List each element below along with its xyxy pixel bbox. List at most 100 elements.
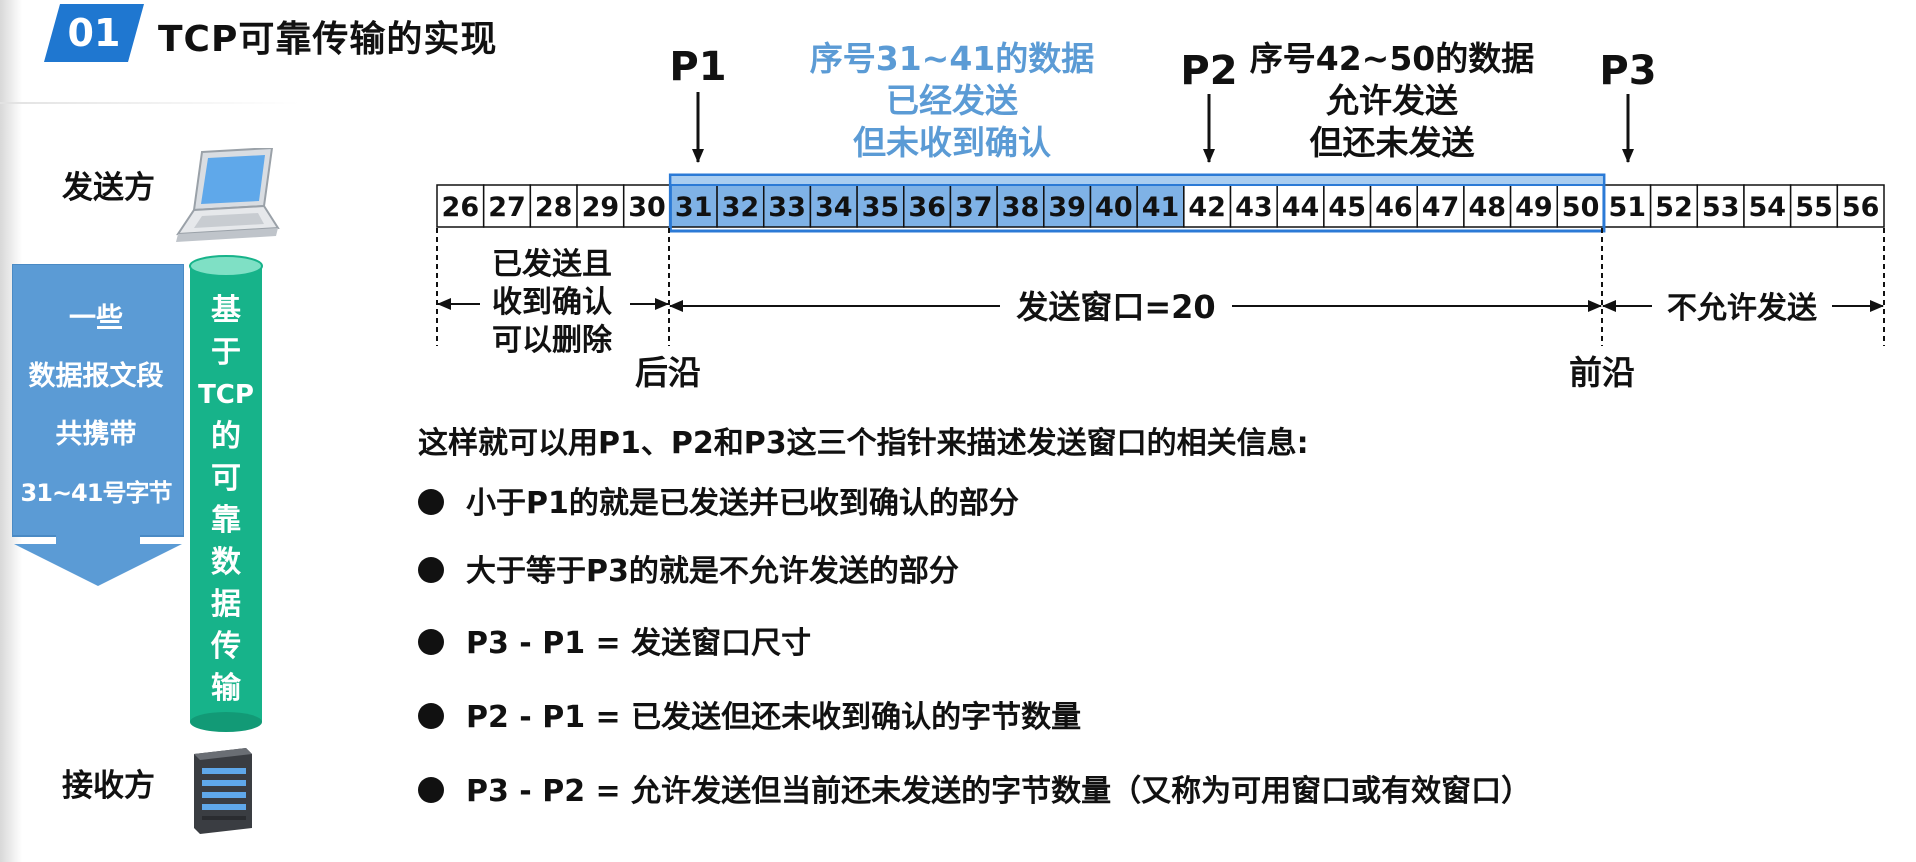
byte-number: 54 (1749, 192, 1787, 223)
send-window-label: 发送窗口=20 (1016, 288, 1215, 326)
segments-description: 一些 数据报文段 共携带 31~41号字节 (6, 290, 186, 522)
cylinder-char: 可 (211, 461, 241, 496)
byte-cell (669, 184, 718, 228)
sent-unacked-line: 已经发送 (886, 81, 1018, 120)
explanation-item-text: 小于P1的就是已发送并已收到确认的部分 (466, 486, 1019, 521)
byte-cell (1836, 184, 1885, 228)
cylinder-char: 基 (211, 293, 241, 328)
left-region-line: 收到确认 (492, 285, 612, 320)
pointer-p1-label: P1 (669, 44, 726, 90)
segments-line: 31~41号字节 (20, 479, 173, 507)
left-edge-shade (0, 0, 22, 862)
byte-number: 52 (1655, 192, 1693, 223)
byte-cell (436, 184, 485, 228)
byte-number: 31 (675, 192, 713, 223)
byte-cell (949, 184, 998, 228)
bullet-dot-icon (418, 703, 444, 729)
explanation-item: P2 - P1 = 已发送但还未收到确认的字节数量 (418, 692, 1081, 736)
byte-number: 41 (1142, 192, 1180, 223)
cylinder-char: 靠 (211, 503, 241, 538)
byte-number: 34 (815, 192, 853, 223)
byte-number: 28 (535, 192, 573, 223)
explanation-item: P3 - P2 = 允许发送但当前还未发送的字节数量（又称为可用窗口或有效窗口） (418, 766, 1531, 810)
byte-cell (622, 184, 672, 228)
receiver-label: 接收方 (62, 768, 155, 804)
pointer-p2-label: P2 (1180, 48, 1237, 94)
left-region-line: 已发送且 (492, 247, 612, 282)
allowed-unsent-line: 序号42~50的数据 (1250, 39, 1535, 78)
explanation-item-text: 大于等于P3的就是不允许发送的部分 (466, 554, 959, 589)
byte-number: 42 (1188, 192, 1226, 223)
sent-unacked-line: 序号31~41的数据 (810, 39, 1095, 78)
byte-cell (762, 184, 812, 228)
byte-number: 46 (1375, 192, 1413, 223)
byte-number: 36 (908, 192, 946, 223)
not-allowed-label: 不允许发送 (1667, 291, 1817, 326)
cylinder-char: TCP (198, 380, 254, 410)
byte-number: 27 (488, 192, 526, 223)
sender-label: 发送方 (62, 170, 155, 206)
server-icon (194, 748, 252, 834)
byte-cell (1276, 184, 1325, 228)
bullet-dot-icon (418, 557, 444, 583)
pointer-p3-label: P3 (1599, 48, 1656, 94)
explanation-item-text: P3 - P2 = 允许发送但当前还未发送的字节数量（又称为可用窗口或有效窗口） (466, 774, 1532, 809)
segments-line: 共携带 (55, 419, 137, 450)
leading-edge-label: 前沿 (1569, 353, 1635, 392)
byte-number: 44 (1282, 192, 1320, 223)
byte-number: 37 (955, 192, 993, 223)
bullet-dot-icon (418, 777, 444, 803)
explanation-item-text: P2 - P1 = 已发送但还未收到确认的字节数量 (466, 700, 1082, 735)
byte-cell (1649, 184, 1699, 228)
header-divider (0, 102, 300, 104)
cylinder-char: 的 (211, 419, 241, 454)
segments-down-arrow (12, 264, 184, 586)
section-badge: 01 (44, 4, 144, 62)
bullet-dot-icon (418, 489, 444, 515)
explanation-item: P3 - P1 = 发送窗口尺寸 (418, 618, 811, 662)
segments-line: 一些 (69, 303, 123, 334)
byte-number: 32 (722, 192, 760, 223)
byte-number: 39 (1048, 192, 1086, 223)
sent-unacked-line: 但未收到确认 (853, 123, 1051, 162)
byte-number: 45 (1328, 192, 1366, 223)
explanation-intro: 这样就可以用P1、P2和P3这三个指针来描述发送窗口的相关信息: (418, 426, 1309, 461)
explanation-item: 小于P1的就是已发送并已收到确认的部分 (418, 478, 1019, 522)
bullet-dot-icon (418, 629, 444, 655)
byte-cell (576, 184, 625, 228)
cylinder-char: 于 (211, 335, 241, 370)
byte-number: 53 (1702, 192, 1740, 223)
trailing-edge-label: 后沿 (635, 353, 701, 392)
byte-cell (1789, 184, 1839, 228)
cylinder-char: 据 (211, 587, 241, 622)
cylinder-char: 数 (211, 545, 241, 580)
byte-number: 55 (1795, 192, 1833, 223)
send-window-top-band (669, 174, 1605, 186)
tcp-cylinder (189, 255, 263, 732)
byte-number: 33 (768, 192, 806, 223)
allowed-unsent-line: 允许发送 (1325, 81, 1458, 120)
byte-number: 40 (1095, 192, 1133, 223)
byte-number: 56 (1842, 192, 1880, 223)
byte-cell (1229, 184, 1278, 228)
byte-number: 26 (442, 192, 480, 223)
byte-number: 29 (582, 192, 620, 223)
byte-number: 51 (1608, 192, 1646, 223)
tcp-cylinder-label: 基 于 TCP 的 可 靠 数 据 传 输 (188, 290, 264, 710)
explanation-item: 大于等于P3的就是不允许发送的部分 (418, 546, 959, 590)
byte-number: 47 (1422, 192, 1460, 223)
byte-cell (482, 184, 532, 228)
cylinder-char: 输 (211, 671, 241, 706)
allowed-unsent-line: 但还未发送 (1310, 123, 1475, 162)
page-title: TCP可靠传输的实现 (158, 19, 498, 60)
explanation-item-text: P3 - P1 = 发送窗口尺寸 (466, 626, 812, 661)
byte-cell (996, 184, 1045, 228)
left-region-line: 可以删除 (492, 323, 613, 358)
byte-number: 49 (1515, 192, 1553, 223)
byte-number: 43 (1235, 192, 1273, 223)
segments-line: 数据报文段 (28, 361, 164, 392)
byte-number: 30 (628, 192, 666, 223)
byte-cell (1183, 184, 1232, 228)
